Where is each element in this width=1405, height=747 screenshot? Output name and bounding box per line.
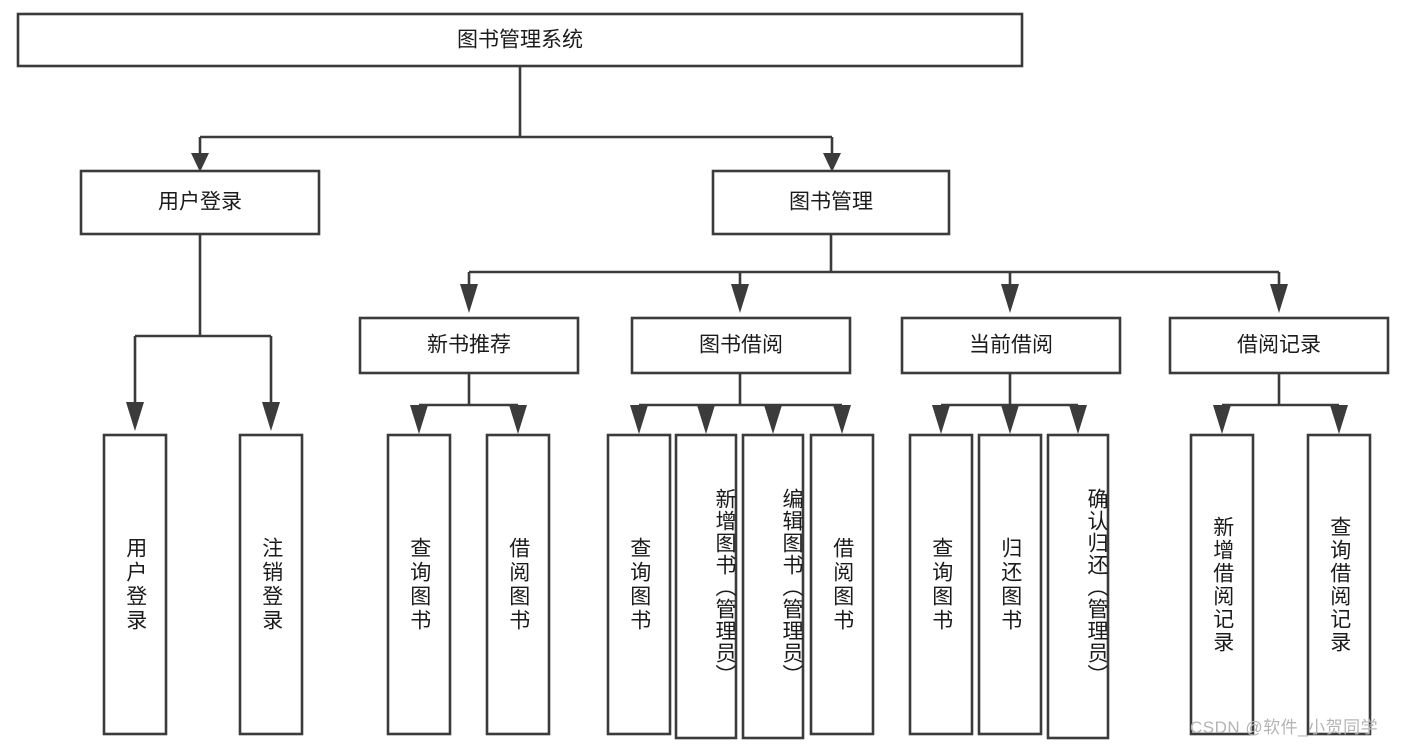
node-leaf-edit-book-admin[interactable] [741, 433, 805, 740]
node-leaf-logout-login[interactable] [238, 433, 304, 736]
node-leaf-add-book-admin[interactable] [674, 433, 738, 740]
edge-borrow-record-to-leaves [1220, 373, 1341, 412]
node-root-label: 图书管理系统 [457, 29, 583, 52]
arrowhead-leaf-query-book-1 [410, 405, 428, 434]
arrowhead-book-manage [823, 153, 841, 172]
arrowhead-leaf-query-borrow-record [1330, 405, 1348, 434]
node-current-borrow-label: 当前借阅 [969, 334, 1053, 357]
node-leaf-confirm-return-admin[interactable] [1046, 433, 1110, 740]
arrowhead-leaf-query-book-3 [932, 405, 950, 434]
arrowhead-leaf-user-login [126, 402, 144, 431]
arrowhead-leaf-add-book-admin [697, 405, 715, 434]
node-book-manage-label: 图书管理 [789, 191, 873, 214]
node-user-login[interactable] [79, 169, 321, 236]
arrowhead-leaf-logout-login [262, 402, 280, 431]
node-current-borrow[interactable] [900, 316, 1122, 375]
node-user-login-label: 用户登录 [158, 191, 242, 214]
node-borrow-record[interactable] [1168, 316, 1390, 375]
arrowhead-current-borrow [1001, 284, 1019, 313]
node-leaf-query-book-1[interactable] [386, 433, 452, 736]
node-leaf-query-book-2[interactable] [606, 433, 672, 736]
arrowhead-leaf-borrow-book-1 [509, 405, 527, 434]
edge-book-manage-to-level2 [467, 234, 1281, 290]
arrowhead-leaf-confirm-return-admin [1069, 405, 1087, 434]
node-book-borrow[interactable] [630, 316, 852, 375]
node-borrow-record-label: 借阅记录 [1237, 334, 1321, 357]
edge-root-to-level1 [198, 66, 834, 160]
node-new-book-recommend-label: 新书推荐 [427, 334, 511, 357]
arrowhead-leaf-add-borrow-record [1213, 405, 1231, 434]
arrowhead-leaf-borrow-book-2 [833, 405, 851, 434]
node-leaf-add-borrow-record[interactable] [1189, 433, 1255, 736]
arrowhead-leaf-edit-book-admin [764, 405, 782, 434]
node-leaf-borrow-book-1[interactable] [485, 433, 551, 736]
watermark-text: CSDN @软件_小贺同学 [1190, 718, 1379, 737]
node-book-borrow-label: 图书借阅 [699, 334, 783, 357]
arrowhead-user-login [191, 153, 209, 172]
node-new-book-recommend[interactable] [358, 316, 580, 375]
connector-layer [126, 66, 1348, 434]
edge-book-borrow-to-leaves [637, 373, 844, 412]
arrowhead-leaf-return-book [1001, 405, 1019, 434]
arrowhead-book-borrow [731, 284, 749, 313]
node-leaf-borrow-book-2[interactable] [809, 433, 875, 736]
arrowhead-borrow-record [1270, 284, 1288, 313]
arrowhead-leaf-query-book-2 [630, 405, 648, 434]
node-leaf-query-borrow-record[interactable] [1306, 433, 1372, 736]
node-leaf-return-book[interactable] [977, 433, 1043, 736]
node-layer: 图书管理系统 用户登录 图书管理 新书推荐 图书借阅 当前借阅 借阅记录 [16, 12, 1390, 740]
node-root[interactable] [16, 12, 1024, 68]
edge-user-login-to-leaves [133, 234, 273, 409]
edge-new-book-recommend-to-leaves [417, 373, 520, 412]
node-leaf-query-book-3[interactable] [908, 433, 974, 736]
node-book-manage[interactable] [711, 169, 951, 236]
node-leaf-user-login[interactable] [102, 433, 168, 736]
arrowhead-new-book-recommend [460, 284, 478, 313]
